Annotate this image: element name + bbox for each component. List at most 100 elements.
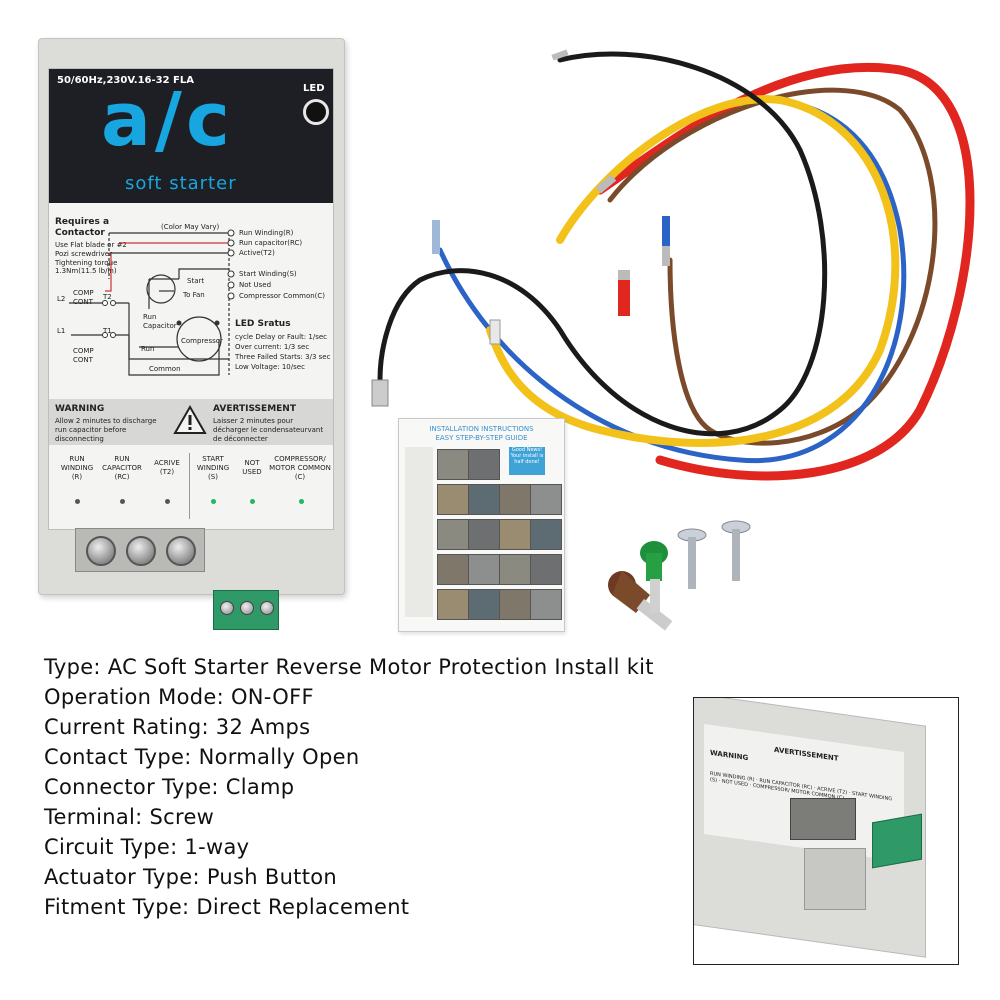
terminal-label-not-used: NOT USED (242, 459, 262, 476)
booklet-photo-thumbnail (530, 484, 562, 515)
led-indicator-icon (303, 99, 329, 125)
screw-icon (677, 528, 707, 589)
booklet-photo-thumbnail (468, 484, 500, 515)
wire-harness (371, 49, 975, 481)
diagram-comp-cont-bottom: COMP CONT (73, 347, 94, 364)
brown-ferrule-icon (608, 571, 673, 631)
terminal-label-active: ACRIVE(T2) (154, 459, 180, 476)
booklet-photo-thumbnail (437, 484, 469, 515)
diagram-l1: L1 (57, 327, 66, 335)
screw-icon (166, 536, 196, 566)
led-label: LED (303, 83, 325, 94)
spec-connector-type: Connector Type: Clamp (44, 775, 295, 799)
screw-terminal-block (75, 528, 205, 572)
wire-label-run-winding: Run Winding(R) (239, 229, 294, 237)
accessories (608, 520, 751, 631)
wire-label-start-winding: Start Winding(S) (239, 270, 297, 278)
booklet-photo-thumbnail (499, 519, 531, 550)
screw-icon (86, 536, 116, 566)
led-green-dot (211, 499, 216, 504)
spec-terminal: Terminal: Screw (44, 805, 215, 829)
warning-title: WARNING (55, 404, 105, 414)
installation-booklet: INSTALLATION INSTRUCTIONS EASY STEP-BY-S… (398, 418, 565, 632)
terminal-label-compressor-common: COMPRESSOR/ MOTOR COMMON(C) (269, 455, 331, 481)
booklet-photo-thumbnail (468, 589, 500, 620)
divider (189, 453, 190, 519)
screw-icon (240, 601, 254, 615)
brown-wire (607, 87, 938, 446)
terminal-label-run-winding: RUN WINDING(R) (60, 455, 94, 481)
ac-logo: a/c (101, 77, 234, 163)
led-green-dot (250, 499, 255, 504)
spec-current-rating: Current Rating: 32 Amps (44, 715, 311, 739)
led-status-line: cycle Delay or Fault: 1/sec (235, 333, 327, 341)
led-status-title: LED Sratus (235, 319, 291, 329)
diagram-run: Run (141, 345, 155, 353)
diagram-comp-cont-top: COMP CONT (73, 289, 94, 306)
terminal-dot (165, 499, 170, 504)
booklet-photo-thumbnail (468, 449, 500, 480)
logo-subtitle: soft starter (125, 173, 237, 194)
diagram-run-capacitor: Run Capacitor (143, 313, 177, 330)
booklet-title: INSTALLATION INSTRUCTIONS (429, 425, 534, 433)
green-plug-connector (213, 590, 279, 630)
black-wire (377, 51, 828, 437)
booklet-photo-thumbnail (437, 554, 469, 585)
warning-text: Allow 2 minutes to discharge run capacit… (55, 417, 157, 443)
yellow-wire (486, 95, 900, 447)
booklet-photo-thumbnail (499, 554, 531, 585)
led-status-line: Over current: 1/3 sec (235, 343, 310, 351)
diagram-l2: L2 (57, 295, 66, 303)
wire-label-run-capacitor: Run capacitor(RC) (239, 239, 303, 247)
led-green-dot (299, 499, 304, 504)
spec-type: Type: AC Soft Starter Reverse Motor Prot… (44, 655, 654, 679)
booklet-photo-thumbnail (437, 589, 469, 620)
spec-list: Type: AC Soft Starter Reverse Motor Prot… (44, 652, 684, 922)
green-ferrule-icon (640, 541, 668, 613)
spec-circuit-type: Circuit Type: 1-way (44, 835, 250, 859)
booklet-photo-thumbnail (468, 554, 500, 585)
spec-contact-type: Contact Type: Normally Open (44, 745, 360, 769)
screw-icon (126, 536, 156, 566)
spec-actuator-type: Actuator Type: Push Button (44, 865, 338, 889)
diagram-t2: T2 (103, 293, 112, 301)
avert-title: AVERTISSEMENT (213, 404, 296, 414)
terminal-label-start-winding: START WINDING(S) (196, 455, 230, 481)
booklet-badge: Good News! Your install is half done! (509, 447, 545, 475)
inset-green-connector (872, 813, 922, 869)
booklet-photo-thumbnail (499, 589, 531, 620)
terminal-dot (120, 499, 125, 504)
booklet-text-column (405, 447, 433, 617)
requires-text: Use Flat blade or #2 Pozi screwdriver Ti… (55, 241, 127, 276)
requires-title: Requires a Contactor (55, 217, 110, 239)
booklet-photo-thumbnail (530, 554, 562, 585)
color-note: (Color May Vary) (161, 223, 220, 231)
wire-label-active: Active(T2) (239, 249, 275, 257)
blue-wire (437, 97, 907, 464)
spec-operation-mode: Operation Mode: ON-OFF (44, 685, 314, 709)
diagram-t1: T1 (103, 327, 112, 335)
booklet-photo-thumbnail (437, 449, 469, 480)
warning-triangle-icon (173, 405, 207, 434)
booklet-photo-grid (437, 449, 562, 629)
wiring-diagram (69, 229, 235, 376)
led-status-line: Three Failed Starts: 3/3 sec (235, 353, 331, 361)
inset-terminal-block (790, 798, 856, 840)
label-header: 50/60Hz,230V.16-32 FLA LED a/c soft star… (49, 69, 333, 203)
diagram-common: Common (149, 365, 181, 373)
device-label: 50/60Hz,230V.16-32 FLA LED a/c soft star… (48, 68, 334, 530)
led-status-line: Low Voltage: 10/sec (235, 363, 305, 371)
booklet-photo-thumbnail (499, 484, 531, 515)
spec-fitment-type: Fitment Type: Direct Replacement (44, 895, 410, 919)
screw-icon (721, 520, 751, 581)
inset-warning-title: WARNING (710, 748, 749, 763)
booklet-subtitle: EASY STEP-BY-STEP GUIDE (435, 434, 528, 442)
booklet-photo-thumbnail (530, 519, 562, 550)
screw-icon (220, 601, 234, 615)
inset-mount-bracket (804, 848, 866, 910)
wire-label-not-used: Not Used (239, 281, 272, 289)
booklet-photo-thumbnail (437, 519, 469, 550)
diagram-compressor: Compressor (181, 337, 223, 345)
avert-text: Laisser 2 minutes pour décharger le cond… (213, 417, 324, 443)
inset-avert-title: AVERTISSEMENT (774, 745, 839, 763)
